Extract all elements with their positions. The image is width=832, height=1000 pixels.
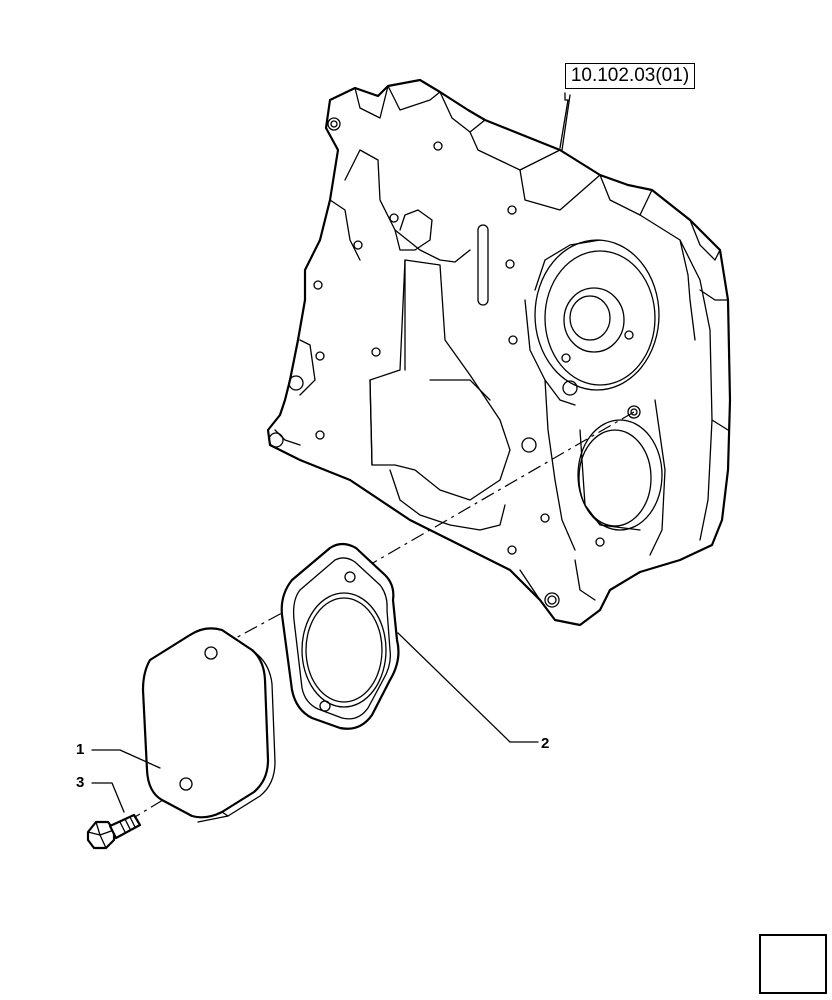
callout-3: 3 — [76, 774, 85, 791]
bolt-part-3 — [86, 813, 142, 850]
next-page-button[interactable] — [759, 934, 827, 994]
housing-bolt-holes — [268, 117, 641, 608]
callout-1: 1 — [76, 741, 85, 758]
reference-label-box: 10.102.03(01) — [565, 63, 695, 89]
callout-2: 2 — [541, 735, 550, 752]
cover-plate-part-1 — [141, 627, 276, 823]
gear-housing — [266, 78, 732, 627]
gasket-part-2 — [280, 542, 400, 730]
leader-lines — [91, 92, 571, 813]
